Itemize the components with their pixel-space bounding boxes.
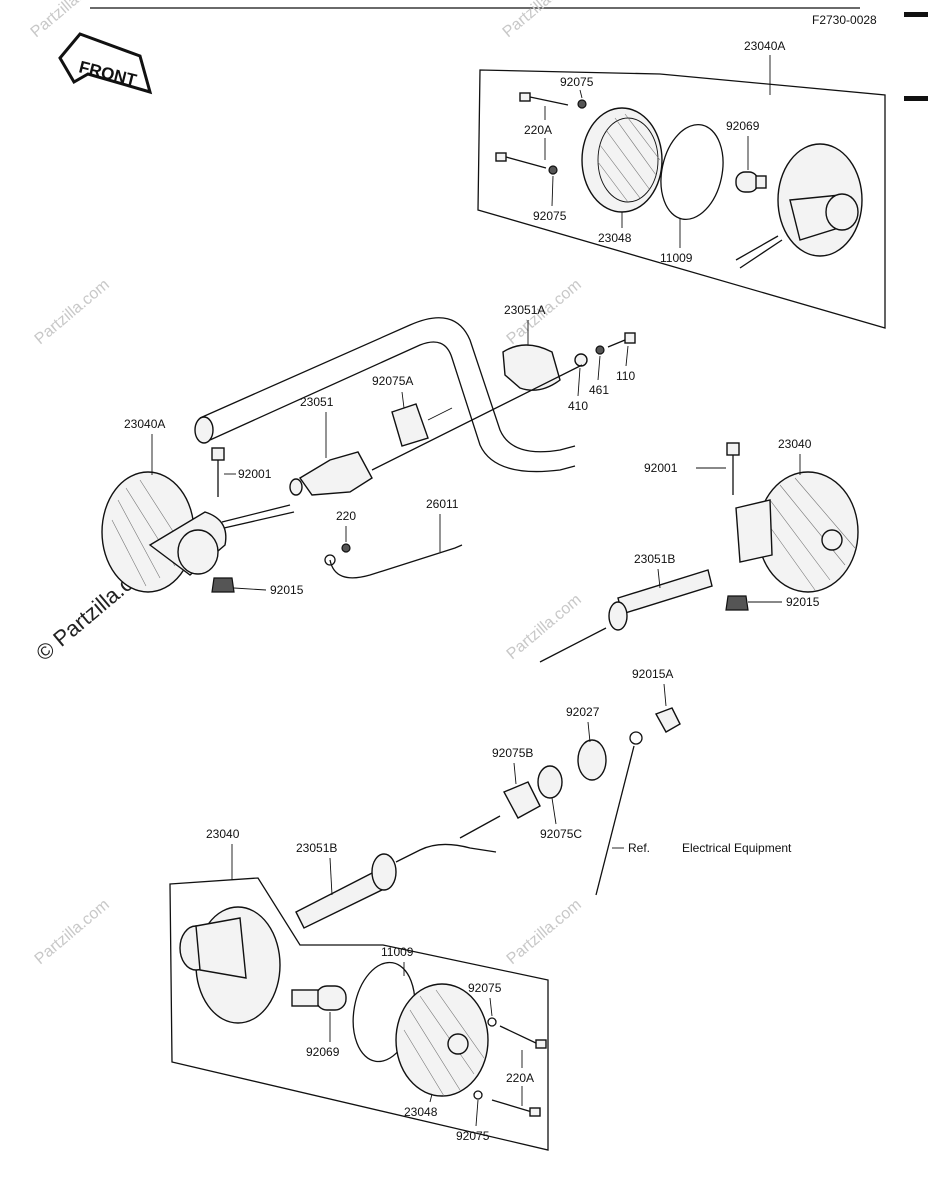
top-washer-1 [577, 99, 587, 109]
margin-mark-mid [904, 96, 928, 101]
label-low-92075B: 92075B [492, 746, 533, 760]
label-mid-92075A: 92075A [372, 374, 413, 388]
spacer-92075A [391, 403, 429, 447]
label-top-23040A: 23040A [744, 39, 785, 53]
watermark-1: Partzilla.com [28, 0, 109, 41]
handlebar [194, 317, 576, 473]
bottom-housing [179, 906, 281, 1024]
watermark-7: Partzilla.com [504, 896, 585, 968]
terminal-ring [595, 731, 643, 896]
bottom-bulb-92069 [291, 985, 347, 1011]
label-right-23051B: 23051B [634, 552, 675, 566]
label-bot-92075-a: 92075 [468, 981, 502, 995]
top-assembly-box: 23040A 92075 220A 92075 23048 11009 [477, 39, 886, 329]
label-bot-220A: 220A [506, 1071, 534, 1085]
label-left-23040A: 23040A [124, 417, 165, 431]
lower-mount-hardware: 92015A 92027 92075C 92075B [459, 667, 681, 896]
bottom-stay-23051B [295, 843, 497, 929]
bolt-110 [607, 332, 636, 348]
label-bot-23040: 23040 [206, 827, 240, 841]
top-housing [735, 143, 863, 269]
bottom-washer-2 [473, 1090, 483, 1100]
label-right-23040: 23040 [778, 437, 812, 451]
label-right-92015: 92015 [786, 595, 820, 609]
label-top-92069: 92069 [726, 119, 760, 133]
label-bot-23048: 23048 [404, 1105, 438, 1119]
label-left-92015: 92015 [270, 583, 304, 597]
label-mid-110: 110 [616, 369, 635, 383]
label-mid-410: 410 [568, 399, 588, 413]
top-screw-2 [495, 152, 547, 169]
ref-prefix: Ref. [628, 841, 650, 855]
ground-wire-26011 [324, 543, 463, 579]
label-mid-461: 461 [589, 383, 609, 397]
right-lamp-23040 [735, 471, 859, 593]
watermark-3: Partzilla.com [32, 276, 113, 348]
nut-92015A [654, 707, 681, 733]
label-low-92075C: 92075C [540, 827, 582, 841]
label-bot-92069: 92069 [306, 1045, 340, 1059]
left-lamp-23040A [101, 471, 295, 593]
label-top-23048: 23048 [598, 231, 632, 245]
doc-code: F2730-0028 [812, 13, 877, 27]
label-left-92001: 92001 [238, 467, 272, 481]
label-top-11009: 11009 [660, 251, 693, 265]
label-top-220A: 220A [524, 123, 552, 137]
bushing-92075C [537, 765, 563, 799]
watermark-5: Partzilla.com [504, 591, 585, 663]
label-top-92075-b: 92075 [533, 209, 567, 223]
watermark-2: Partzilla.com [500, 0, 581, 41]
right-nut-92015 [725, 595, 749, 611]
bottom-screw-1 [499, 1025, 547, 1049]
top-gasket-11009 [660, 123, 724, 221]
label-bot-11009: 11009 [381, 945, 414, 959]
stay-23051 [289, 364, 583, 496]
right-bolt-92001 [726, 442, 740, 495]
right-stay-23051B [539, 569, 713, 663]
label-right-92001: 92001 [644, 461, 678, 475]
washer-92027 [577, 739, 607, 781]
label-top-92075-a: 92075 [560, 75, 594, 89]
watermark-6: Partzilla.com [32, 896, 113, 968]
left-bolt-92001 [211, 447, 225, 497]
label-bot-23051B: 23051B [296, 841, 337, 855]
margin-mark-top [904, 12, 928, 17]
label-mid-23051: 23051 [300, 395, 334, 409]
label-mid-220: 220 [336, 509, 356, 523]
top-washer-2 [548, 165, 558, 175]
bottom-screw-2 [491, 1099, 541, 1117]
label-mid-23051A: 23051A [504, 303, 545, 317]
label-bot-92075-b: 92075 [456, 1129, 490, 1143]
bottom-assembly-box: 23040 23051B 92069 11009 [169, 827, 549, 1151]
front-arrow-badge: FRONT [58, 32, 153, 95]
bottom-washer-1 [487, 1017, 497, 1027]
clamp-23051A [502, 344, 561, 391]
washer-461 [595, 345, 605, 355]
ref-electrical-equipment: Electrical Equipment [682, 841, 792, 855]
label-low-92027: 92027 [566, 705, 600, 719]
bottom-lens-23048 [395, 983, 489, 1097]
label-mid-26011: 26011 [426, 497, 459, 511]
top-lens-23048 [581, 107, 663, 213]
mid-mount-parts: 23051A 410 461 110 92075A 23051 [289, 303, 636, 496]
label-low-92015A: 92015A [632, 667, 673, 681]
left-nut-92015 [211, 577, 235, 593]
bushing-92075B [503, 781, 541, 819]
washer-410 [574, 353, 588, 367]
top-screw-1 [519, 92, 569, 106]
top-bulb-92069 [735, 171, 767, 193]
